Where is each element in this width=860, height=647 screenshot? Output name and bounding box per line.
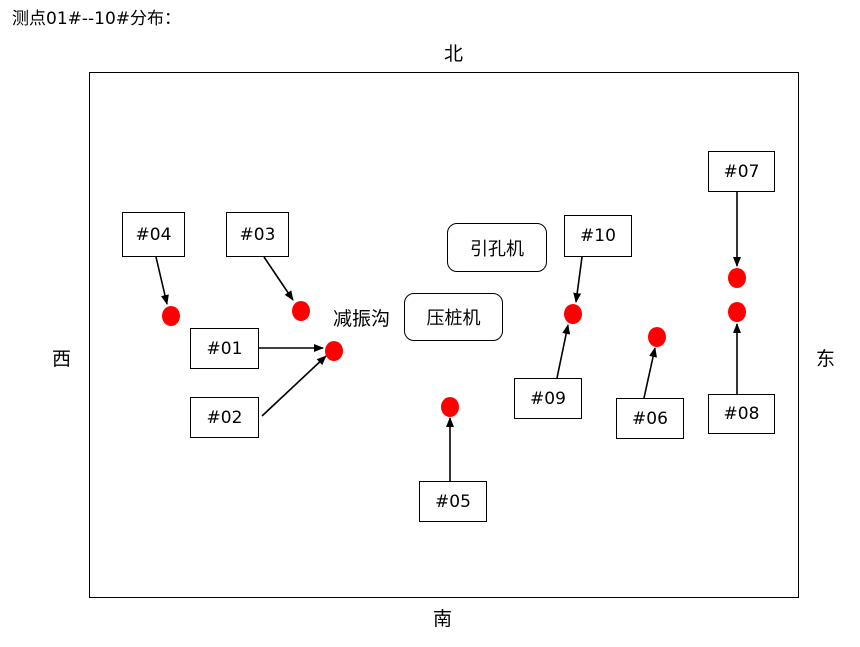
vibration-trench-label: 减振沟: [333, 308, 391, 330]
point-label-07: #07: [708, 151, 775, 192]
point-03-dot: [292, 301, 310, 321]
point-05-dot: [441, 397, 459, 417]
point-label-05: #05: [419, 481, 487, 522]
arrow-10: [573, 256, 583, 303]
arrow-04: [155, 256, 169, 305]
point-06-dot: [648, 327, 666, 347]
point-label-02: #02: [190, 397, 259, 438]
north-label: 北: [444, 43, 464, 65]
page-heading: 测点01#--10#分布：: [12, 9, 182, 29]
point-09-10-dot: [564, 304, 582, 324]
point-label-04: #04: [122, 212, 185, 257]
point-label-06: #06: [616, 398, 684, 439]
arrow-03: [263, 256, 294, 301]
arrow-09: [556, 324, 571, 379]
point-label-10: #10: [564, 215, 632, 257]
site-boundary: [89, 72, 799, 598]
point-08-dot: [728, 302, 746, 322]
arrow-06: [643, 347, 657, 399]
point-label-03: #03: [226, 212, 289, 257]
arrow-02: [261, 355, 327, 417]
point-01-02-dot: [325, 341, 343, 361]
point-07-dot: [728, 268, 746, 288]
pile-press-machine: 压桩机: [404, 293, 503, 341]
west-label: 西: [52, 348, 72, 370]
south-label: 南: [433, 608, 453, 630]
point-label-09: #09: [514, 378, 582, 419]
point-04-dot: [162, 306, 180, 326]
drill-machine: 引孔机: [447, 223, 547, 272]
east-label: 东: [816, 348, 836, 370]
point-label-01: #01: [190, 328, 259, 369]
point-label-08: #08: [708, 394, 775, 434]
